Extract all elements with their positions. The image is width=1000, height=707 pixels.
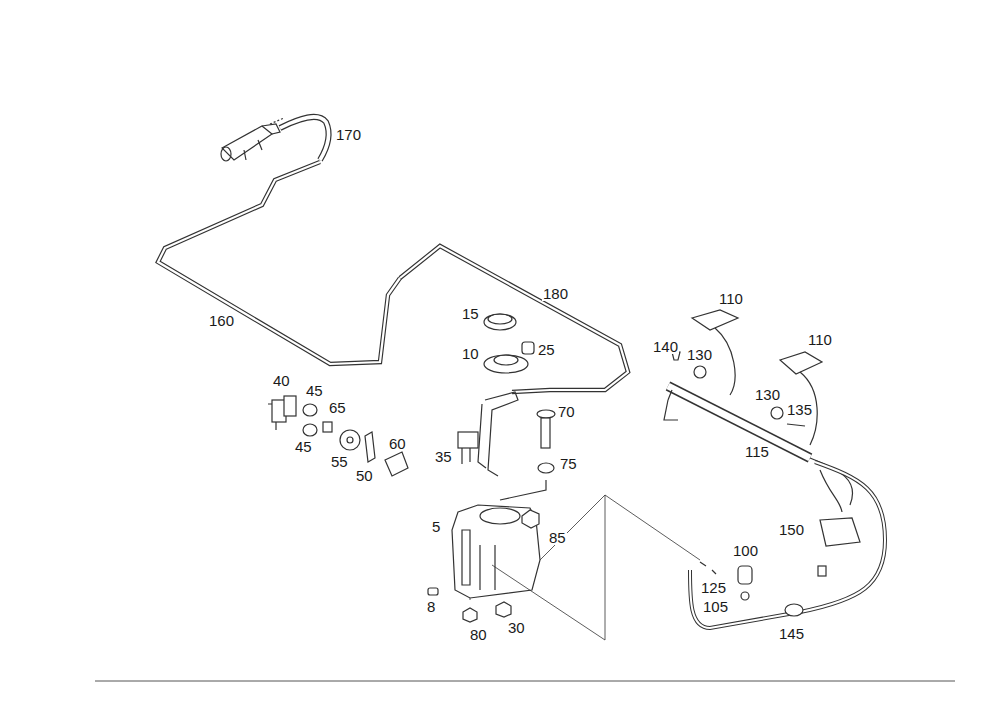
callout-number: 160 xyxy=(208,313,235,328)
callout-number: 8 xyxy=(426,599,436,614)
callout-number: 45 xyxy=(305,383,324,398)
pump-part xyxy=(221,124,280,161)
callout-number: 40 xyxy=(272,373,291,388)
page-rule xyxy=(95,681,955,682)
callout-number: 60 xyxy=(388,436,407,451)
callout-number: 55 xyxy=(330,454,349,469)
callout-number: 110 xyxy=(807,332,833,347)
callout-number: 85 xyxy=(548,530,567,545)
callout-number: 145 xyxy=(778,626,805,641)
callout-number: 35 xyxy=(434,449,453,464)
callout-number: 15 xyxy=(461,306,480,321)
callout-number: 150 xyxy=(778,522,805,537)
callout-number: 10 xyxy=(461,346,480,361)
callout-number: 5 xyxy=(431,519,441,534)
callout-number: 140 xyxy=(652,339,679,354)
callout-number: 130 xyxy=(754,387,781,402)
callout-number: 50 xyxy=(355,468,374,483)
nozzle-part xyxy=(692,310,822,374)
callout-number: 80 xyxy=(469,627,488,642)
reservoir-tank xyxy=(452,505,540,598)
pump-part xyxy=(268,396,296,430)
callout-number: 45 xyxy=(294,439,313,454)
callout-number: 170 xyxy=(335,127,362,142)
callout-number: 100 xyxy=(732,543,759,558)
callout-number: 30 xyxy=(507,620,526,635)
callout-number: 130 xyxy=(686,347,713,362)
callout-number: 105 xyxy=(702,599,729,614)
callout-number: 115 xyxy=(744,444,770,459)
callout-number: 125 xyxy=(700,580,727,595)
callout-number: 135 xyxy=(786,402,813,417)
callout-number: 180 xyxy=(542,286,569,301)
callout-number: 75 xyxy=(559,456,578,471)
callout-number: 25 xyxy=(537,342,556,357)
callout-number: 65 xyxy=(328,400,347,415)
callout-number: 110 xyxy=(718,291,744,306)
callout-number: 70 xyxy=(557,404,576,419)
